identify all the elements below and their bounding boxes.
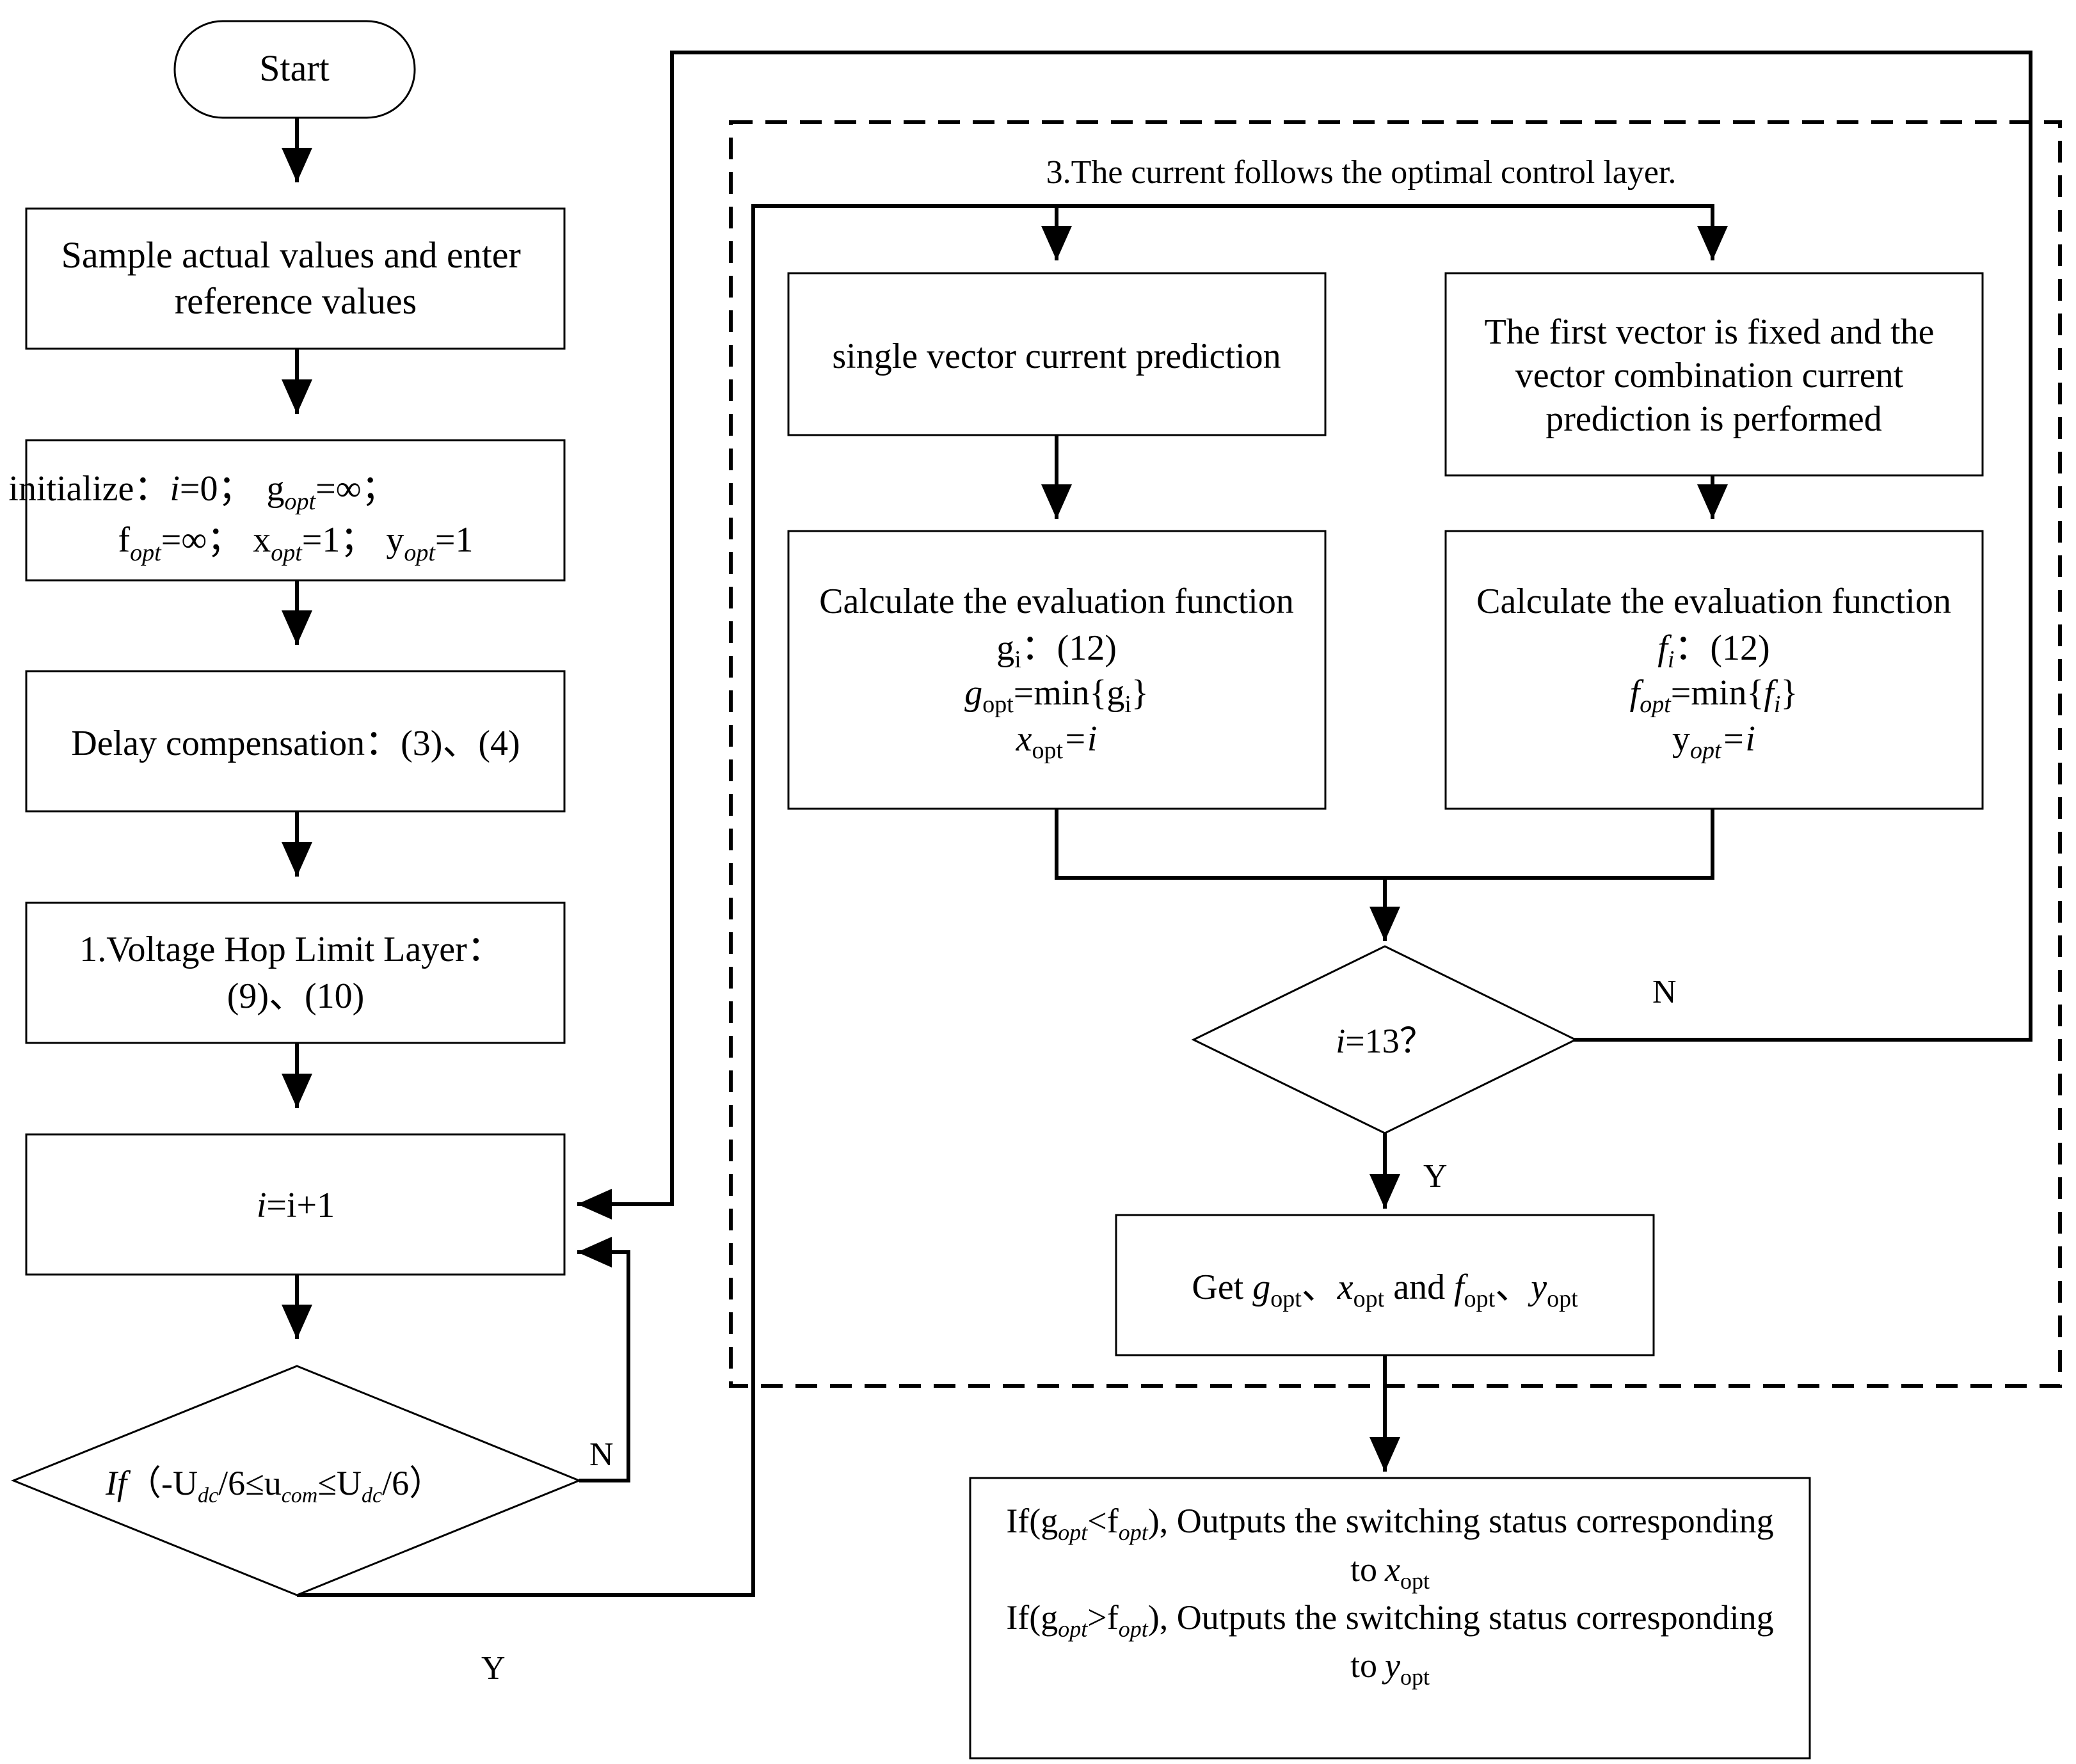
arrow-decision2-no — [577, 51, 2032, 1220]
svg-text:If（-Udc/6≤ucom≤Udc/6）: If（-Udc/6≤ucom≤Udc/6） — [105, 1464, 443, 1507]
layer3-boundary — [729, 120, 2062, 1388]
merge-line — [1055, 809, 1714, 880]
svg-text:initialize：i=0；gopt=∞；: initialize：i=0；gopt=∞； — [8, 469, 397, 515]
decision1: If（-Udc/6≤ucom≤Udc/6） N Y — [10, 1365, 614, 1687]
init-label: initialize： — [8, 469, 170, 509]
delay-box: Delay compensation：(3)、(4) — [25, 670, 566, 813]
decision2: i=13？ N Y — [1191, 945, 1677, 1195]
svg-text:If(gopt>fopt), Outputs the swi: If(gopt>fopt), Outputs the switching sta… — [1006, 1598, 1773, 1642]
combination-line3: prediction is performed — [1545, 399, 1882, 439]
svg-text:Sample actual values and enter: Sample actual values and enter reference… — [61, 234, 531, 322]
voltage-hop-line1: 1.Voltage Hop Limit Layer： — [79, 930, 503, 969]
voltage-hop-line2: (9)、(10) — [227, 976, 365, 1016]
decision2-label: =13？ — [1345, 1022, 1433, 1060]
delay-label: Delay compensation：(3)、(4) — [71, 724, 520, 763]
eval-f-title: Calculate the evaluation function — [1476, 582, 1951, 621]
start-label: Start — [259, 47, 330, 89]
combination-box: The first vector is fixed and the vector… — [1444, 272, 1984, 477]
svg-text:fi：(12): fi：(12) — [1657, 628, 1769, 673]
svg-text:i=13？: i=13？ — [1336, 1022, 1433, 1060]
eval-g-title: Calculate the evaluation function — [819, 582, 1294, 621]
start-node: Start — [173, 20, 416, 119]
svg-text:The first vector is fixed and: The first vector is fixed and the vector… — [1485, 312, 1944, 439]
svg-text:gi：(12): gi：(12) — [996, 628, 1117, 673]
decision1-no-label: N — [589, 1436, 614, 1473]
svg-text:fopt=∞；xopt=1；yopt=1: fopt=∞；xopt=1；yopt=1 — [118, 520, 473, 566]
svg-text:fopt=min{fi}: fopt=min{fi} — [1630, 673, 1798, 718]
eval-f-box: Calculate the evaluation function fi：(12… — [1444, 530, 1984, 810]
svg-text:gopt=min{gi}: gopt=min{gi} — [964, 673, 1149, 718]
connectors — [282, 51, 2032, 1597]
decision1-yes-label: Y — [481, 1650, 506, 1687]
increment-box: i=i+1 — [25, 1133, 566, 1276]
layer3-title: 3.The current follows the optimal contro… — [1046, 154, 1677, 191]
decision2-no-label: N — [1652, 974, 1677, 1010]
sample-line1: Sample actual values and enter — [61, 234, 521, 276]
svg-text:yopt=i: yopt=i — [1672, 719, 1755, 764]
svg-text:1.Voltage Hop Limit Layer：: 1.Voltage Hop Limit Layer： (9)、(10) — [79, 930, 512, 1016]
voltage-hop-box: 1.Voltage Hop Limit Layer： (9)、(10) — [25, 902, 566, 1044]
single-vector-box: single vector current prediction — [787, 272, 1327, 436]
decision2-yes-label: Y — [1423, 1158, 1448, 1195]
single-vector-label: single vector current prediction — [832, 337, 1281, 376]
sample-line2: reference values — [175, 280, 417, 322]
combination-line2: vector combination current — [1515, 356, 1904, 395]
arrow-decision1-no — [577, 1237, 630, 1482]
combination-line1: The first vector is fixed and the — [1485, 312, 1935, 352]
output-box: If(gopt<fopt), Outputs the switching sta… — [969, 1477, 1811, 1760]
svg-text:xopt=i: xopt=i — [1016, 719, 1098, 764]
increment-label: =i+1 — [266, 1186, 335, 1225]
init-box: initialize：i=0；gopt=∞； fopt=∞；xopt=1；yop… — [8, 439, 566, 582]
arrow-decision1-yes — [297, 204, 1728, 1597]
svg-text:If(gopt<fopt), Outputs the swi: If(gopt<fopt), Outputs the switching sta… — [1006, 1502, 1773, 1545]
eval-g-box: Calculate the evaluation function gi：(12… — [787, 530, 1327, 810]
svg-text:i=i+1: i=i+1 — [257, 1186, 335, 1225]
sample-box: Sample actual values and enter reference… — [25, 207, 566, 350]
